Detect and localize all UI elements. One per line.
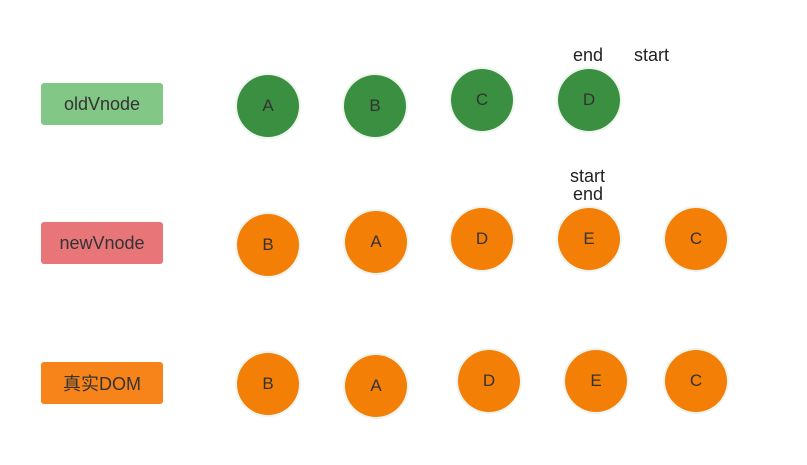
old-node-b: B [344, 75, 406, 137]
new-node-a: A [345, 211, 407, 273]
old-vnode-label: oldVnode [41, 83, 163, 125]
new-end-pointer: end [573, 184, 604, 204]
old-node-a: A [237, 75, 299, 137]
new-start-pointer: start [570, 166, 606, 186]
old-end-pointer: end [573, 45, 604, 65]
real-node-b: B [237, 353, 299, 415]
old-node-c: C [451, 69, 513, 131]
new-node-e: E [558, 208, 620, 270]
old-node-d: D [558, 69, 620, 131]
real-node-c: C [665, 350, 727, 412]
real-dom-label: 真实DOM [41, 362, 163, 404]
new-node-d: D [451, 208, 513, 270]
real-node-d: D [458, 350, 520, 412]
real-node-a: A [345, 355, 407, 417]
new-node-c: C [665, 208, 727, 270]
real-node-e: E [565, 350, 627, 412]
new-vnode-label: newVnode [41, 222, 163, 264]
new-node-b: B [237, 214, 299, 276]
old-start-pointer: start [634, 45, 670, 65]
